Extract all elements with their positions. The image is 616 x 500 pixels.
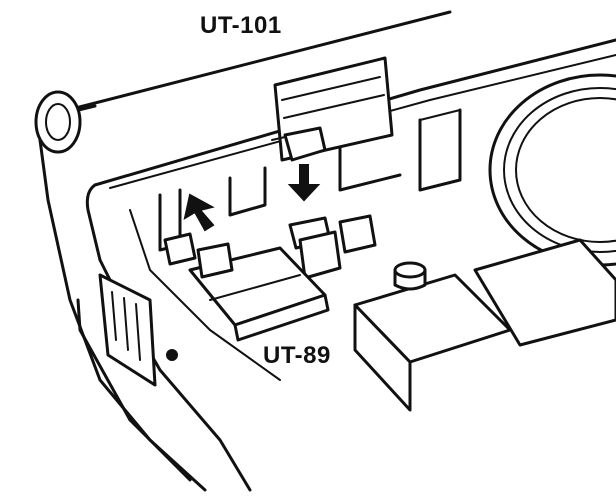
insert-arrow-up bbox=[183, 193, 215, 232]
speaker bbox=[488, 73, 616, 267]
ut-89-unit bbox=[188, 242, 330, 342]
ut-101-unit bbox=[271, 56, 394, 162]
side-vent bbox=[98, 273, 178, 387]
battery-block bbox=[353, 238, 616, 412]
ut-89-label: UT-89 bbox=[263, 342, 331, 369]
insert-arrow-down bbox=[287, 164, 321, 202]
board-connectors bbox=[163, 214, 377, 280]
knob bbox=[34, 90, 82, 154]
ut-101-label: UT-101 bbox=[200, 12, 282, 39]
